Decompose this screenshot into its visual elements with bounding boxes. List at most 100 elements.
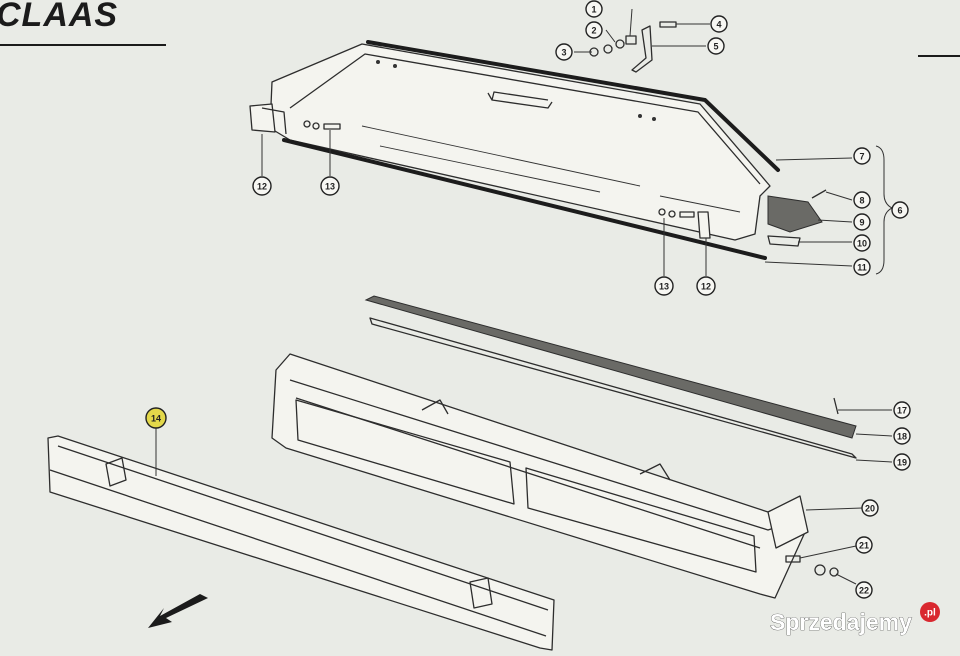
rail-assembly [47,435,555,651]
watermark-suffix: .pl [924,608,936,619]
washer [668,210,676,218]
callout-8: 8 [853,191,871,209]
rail-clip-right [469,577,493,609]
leader [764,261,853,267]
leader [629,8,633,37]
leader [835,573,857,585]
rail-bottom-line [49,469,547,637]
cover-assembly [249,40,827,260]
bolt [323,123,341,130]
cover-side-line [379,145,601,193]
cover-side-line [659,195,741,213]
seal-strip-assembly [364,295,857,459]
svg-text:18: 18 [897,432,907,442]
cover-bolt [376,60,380,64]
callout-10: 10 [853,234,871,252]
frame-end-plate [767,495,809,549]
svg-text:1: 1 [591,5,596,15]
leader [775,157,853,161]
rail-top-line [57,445,549,611]
frame-assembly [271,353,839,599]
bolt [659,21,677,28]
screw [833,397,839,415]
svg-text:19: 19 [897,458,907,468]
clamp-strip [369,317,857,459]
callout-20: 20 [861,499,879,517]
leader-lines [155,8,893,585]
washer [615,39,625,49]
top-fasteners [589,21,677,73]
cover-bottom-bar [282,138,767,260]
cover-panel [269,43,771,241]
svg-text:11: 11 [857,263,867,273]
frame-window-left [295,399,515,505]
rubber-strip [767,195,823,233]
leader [825,191,853,201]
callout-4: 4 [710,15,728,33]
svg-text:13: 13 [659,282,669,292]
callout-21: 21 [855,536,873,554]
right-bracket [697,211,711,239]
leader [855,433,893,437]
seal-strip [364,295,857,439]
callout-7: 7 [853,147,871,165]
washer [603,44,613,54]
svg-text:5: 5 [713,42,718,52]
svg-text:12: 12 [257,182,267,192]
svg-text:9: 9 [859,218,864,228]
brand-logo-text: CLAAS [0,0,118,34]
cover-side-line [361,125,641,187]
screw [811,189,827,199]
svg-text:22: 22 [859,586,869,596]
callout-6: 6 [891,201,909,219]
bolt [679,211,695,218]
nut [829,567,839,577]
watermark-badge [920,602,940,622]
callout-12-left: 12 [252,176,272,196]
left-bracket [249,103,276,133]
callout-1: 1 [585,0,603,18]
svg-text:4: 4 [716,20,721,30]
group-brace [875,145,894,275]
direction-arrow-icon [148,594,208,628]
frame-tab [639,463,671,481]
bracket-plate [631,25,653,73]
washer [312,122,320,130]
svg-text:14: 14 [151,414,161,424]
washer [658,208,666,216]
svg-text:8: 8 [859,196,864,206]
callout-22: 22 [855,581,873,599]
svg-text:12: 12 [701,282,711,292]
callout-5: 5 [707,37,725,55]
svg-text:21: 21 [859,541,869,551]
washer [303,120,311,128]
callout-11: 11 [853,258,871,276]
svg-text:17: 17 [897,406,907,416]
callout-13-right: 13 [654,276,674,296]
small-plate [767,235,801,247]
svg-text:20: 20 [865,504,875,514]
callout-19: 19 [893,453,911,471]
cover-bolt [652,117,656,121]
leader [817,219,853,223]
callout-17: 17 [893,401,911,419]
cover-top-edge [366,40,780,172]
svg-text:7: 7 [859,152,864,162]
bolt [785,555,801,563]
svg-text:3: 3 [561,48,566,58]
spring [625,35,637,45]
callout-3: 3 [555,43,573,61]
frame-window-right [525,467,757,573]
callout-13-left: 13 [320,176,340,196]
callout-12-right: 12 [696,276,716,296]
frame-tab [421,399,449,415]
watermark-text: Sprzedajemy [770,609,912,635]
leader [855,459,893,463]
svg-text:6: 6 [897,206,902,216]
cover-bolt [393,64,397,68]
svg-text:13: 13 [325,182,335,192]
cover-bolt [638,114,642,118]
callouts: 1 2 3 4 5 6 7 8 9 10 11 12 13 13 12 14 1… [145,0,911,599]
left-bracket-edge [261,107,287,135]
